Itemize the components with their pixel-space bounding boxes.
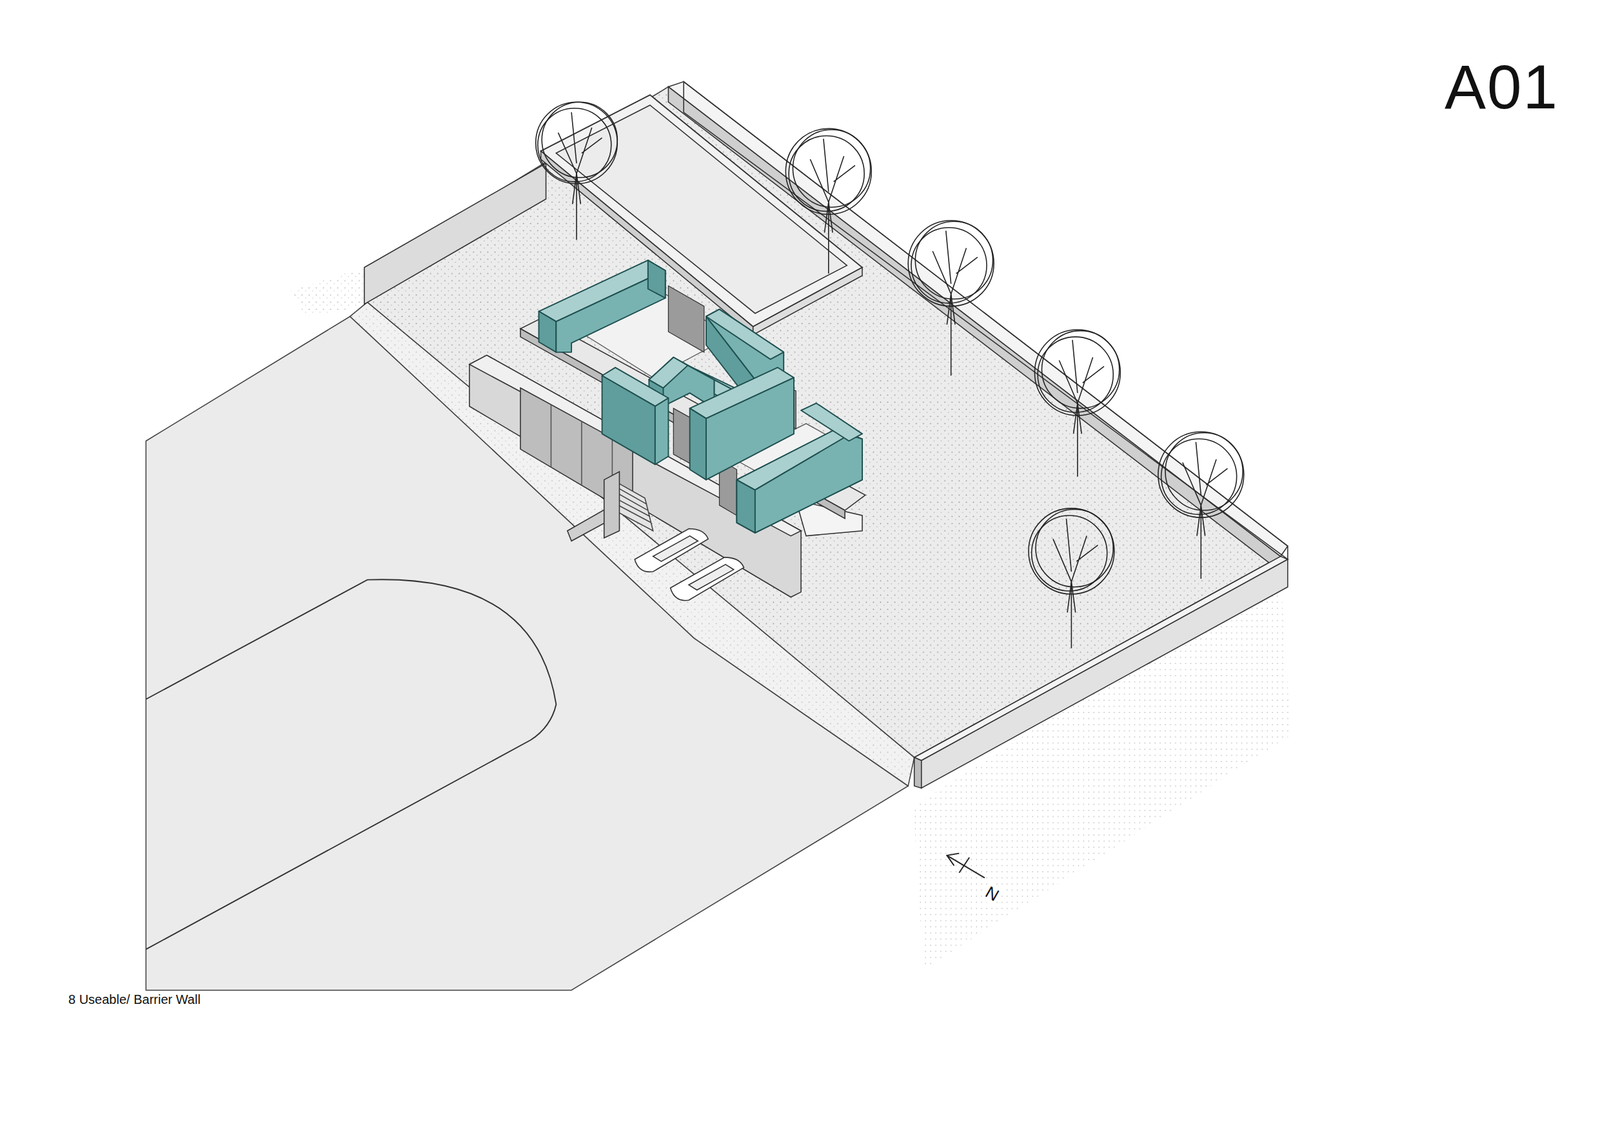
sheet-number: A01 [1444, 51, 1559, 123]
drawing-caption: 8 Useable/ Barrier Wall [68, 991, 201, 1007]
